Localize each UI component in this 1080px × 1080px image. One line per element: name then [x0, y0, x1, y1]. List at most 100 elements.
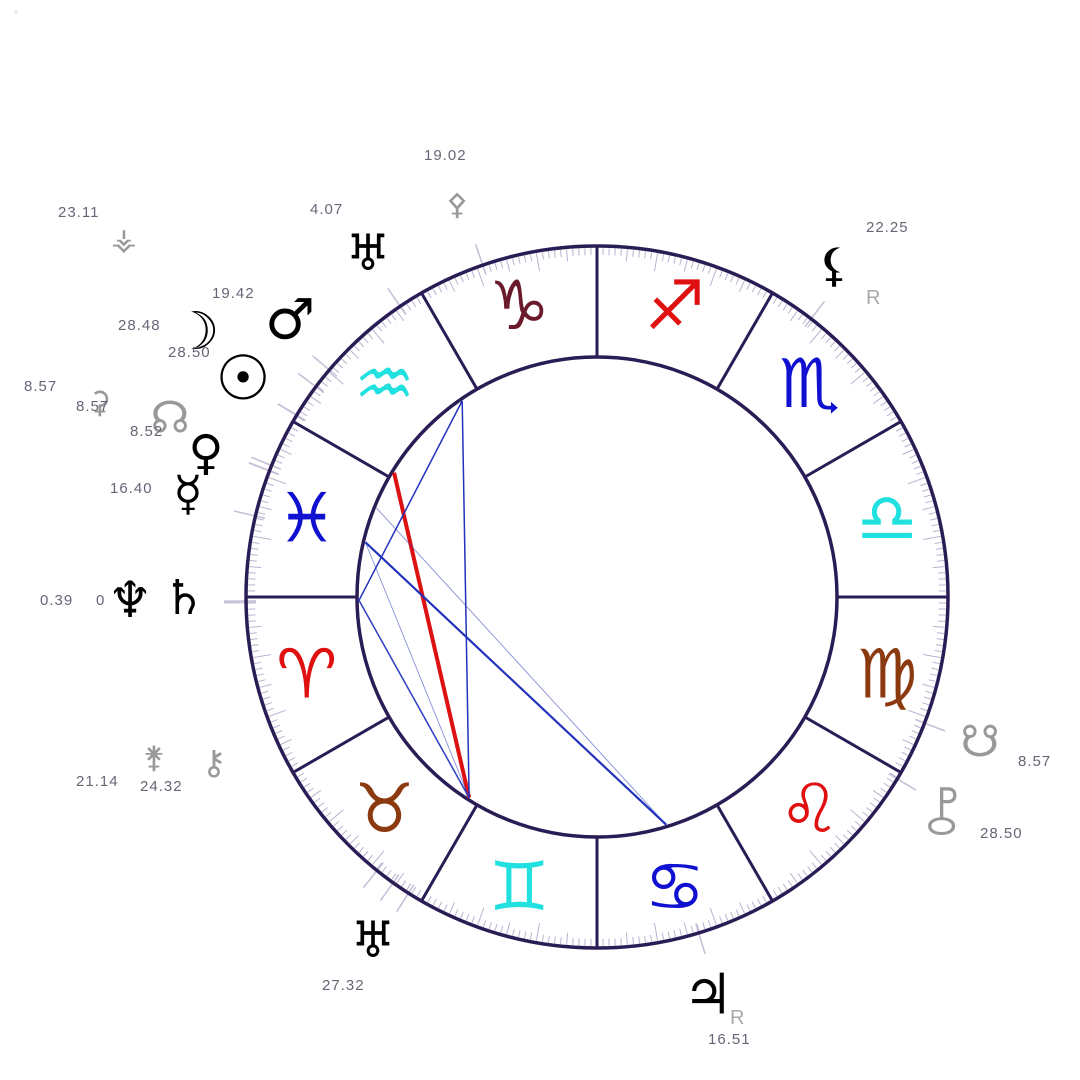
degree-tick — [438, 901, 443, 909]
degree-tick — [904, 746, 911, 751]
degree-tick — [354, 842, 360, 849]
degree-tick — [632, 937, 634, 945]
degree-tick — [707, 266, 712, 274]
aspect-line — [364, 541, 667, 826]
degree-tick — [746, 283, 751, 290]
degree-tick — [273, 724, 281, 729]
degree-tick — [386, 317, 392, 325]
degree-tick — [911, 460, 919, 464]
degree-tick — [922, 683, 935, 688]
degree-tick — [438, 285, 443, 293]
degree-tick — [667, 931, 671, 939]
degree-tick — [902, 738, 914, 745]
degree-tick — [913, 465, 921, 470]
degree-tick — [738, 280, 745, 292]
degree-tick — [811, 862, 818, 869]
degree-tick — [709, 907, 717, 926]
degree-tick — [256, 673, 264, 676]
degree-tick — [367, 333, 374, 340]
venus-icon: ♀ — [188, 425, 223, 481]
degree-tick — [261, 690, 269, 694]
degree-tick — [683, 259, 688, 272]
degree-tick — [916, 471, 923, 475]
degree-tick — [255, 523, 263, 527]
degree-tick — [297, 772, 305, 778]
degree-tick — [707, 920, 712, 928]
degree-tick — [381, 866, 387, 873]
pointer-line-uranus-top — [387, 287, 407, 316]
degree-tick — [337, 825, 344, 831]
degree-tick — [285, 751, 293, 756]
aspect-line — [358, 400, 463, 601]
degree-tick — [416, 889, 422, 897]
degree-tick — [349, 349, 360, 360]
degree-tick — [782, 883, 788, 890]
degree-tick — [719, 916, 723, 923]
degree-tick — [909, 735, 917, 740]
degree-tick — [547, 935, 550, 943]
degree-tick — [751, 285, 756, 293]
degree-tick — [482, 920, 487, 928]
degree-tick — [709, 268, 717, 287]
degree-tick — [638, 936, 641, 944]
degree-tick — [922, 702, 930, 706]
aspect-line — [461, 400, 470, 798]
sign-glyph-taurus: ♉ — [354, 770, 415, 849]
degree-tick — [401, 880, 407, 887]
north-node-degree-label: 8.52 — [130, 423, 163, 440]
degree-tick — [883, 406, 890, 412]
degree-tick — [494, 923, 498, 931]
degree-tick — [920, 482, 928, 487]
degree-tick — [866, 381, 873, 387]
moon-icon: ☽ — [173, 302, 220, 362]
sign-divider — [715, 292, 774, 390]
degree-tick — [625, 932, 628, 945]
degree-tick — [566, 932, 569, 945]
degree-tick — [922, 488, 930, 492]
degree-tick — [869, 386, 877, 392]
pointer-line-mars — [312, 355, 338, 378]
sign-glyph-gemini: ♊ — [489, 848, 550, 927]
degree-tick — [266, 482, 274, 487]
degree-tick — [376, 325, 383, 332]
saturn-degree-label: 0 — [96, 592, 105, 609]
degree-tick — [291, 427, 299, 432]
degree-tick — [307, 401, 314, 407]
vesta-icon: ⚶ — [111, 223, 137, 258]
degree-tick — [518, 930, 521, 938]
degree-tick — [738, 902, 745, 914]
degree-tick — [638, 250, 641, 258]
degree-tick — [797, 314, 803, 321]
degree-tick — [869, 802, 877, 808]
degree-tick — [477, 268, 485, 287]
degree-tick — [283, 443, 290, 448]
degree-tick — [854, 820, 861, 827]
degree-tick — [264, 702, 272, 706]
degree-tick — [904, 443, 911, 448]
pointer-line-south-node — [914, 718, 946, 732]
pointer-line-pallas — [474, 244, 487, 275]
degree-tick — [333, 367, 340, 374]
degree-tick — [807, 321, 813, 328]
degree-tick — [937, 632, 945, 634]
degree-tick — [310, 396, 322, 405]
degree-tick — [834, 349, 845, 360]
degree-tick — [471, 271, 475, 278]
degree-tick — [488, 922, 492, 930]
jupiter-degree-label: 16.51 — [708, 1031, 751, 1048]
degree-tick — [932, 625, 945, 628]
degree-tick — [931, 523, 939, 527]
degree-tick — [937, 560, 945, 562]
degree-tick — [258, 512, 266, 515]
degree-tick — [249, 566, 262, 569]
degree-tick — [789, 872, 798, 884]
degree-tick — [911, 730, 919, 734]
degree-tick — [283, 746, 290, 751]
degree-tick — [889, 416, 897, 422]
ceres-degree-label: 8.57 — [76, 398, 109, 415]
degree-tick — [935, 644, 943, 647]
degree-tick — [288, 432, 296, 437]
pointer-line-lilith — [804, 300, 826, 328]
mercury-degree-label: 16.40 — [110, 480, 153, 497]
degree-tick — [735, 277, 740, 285]
